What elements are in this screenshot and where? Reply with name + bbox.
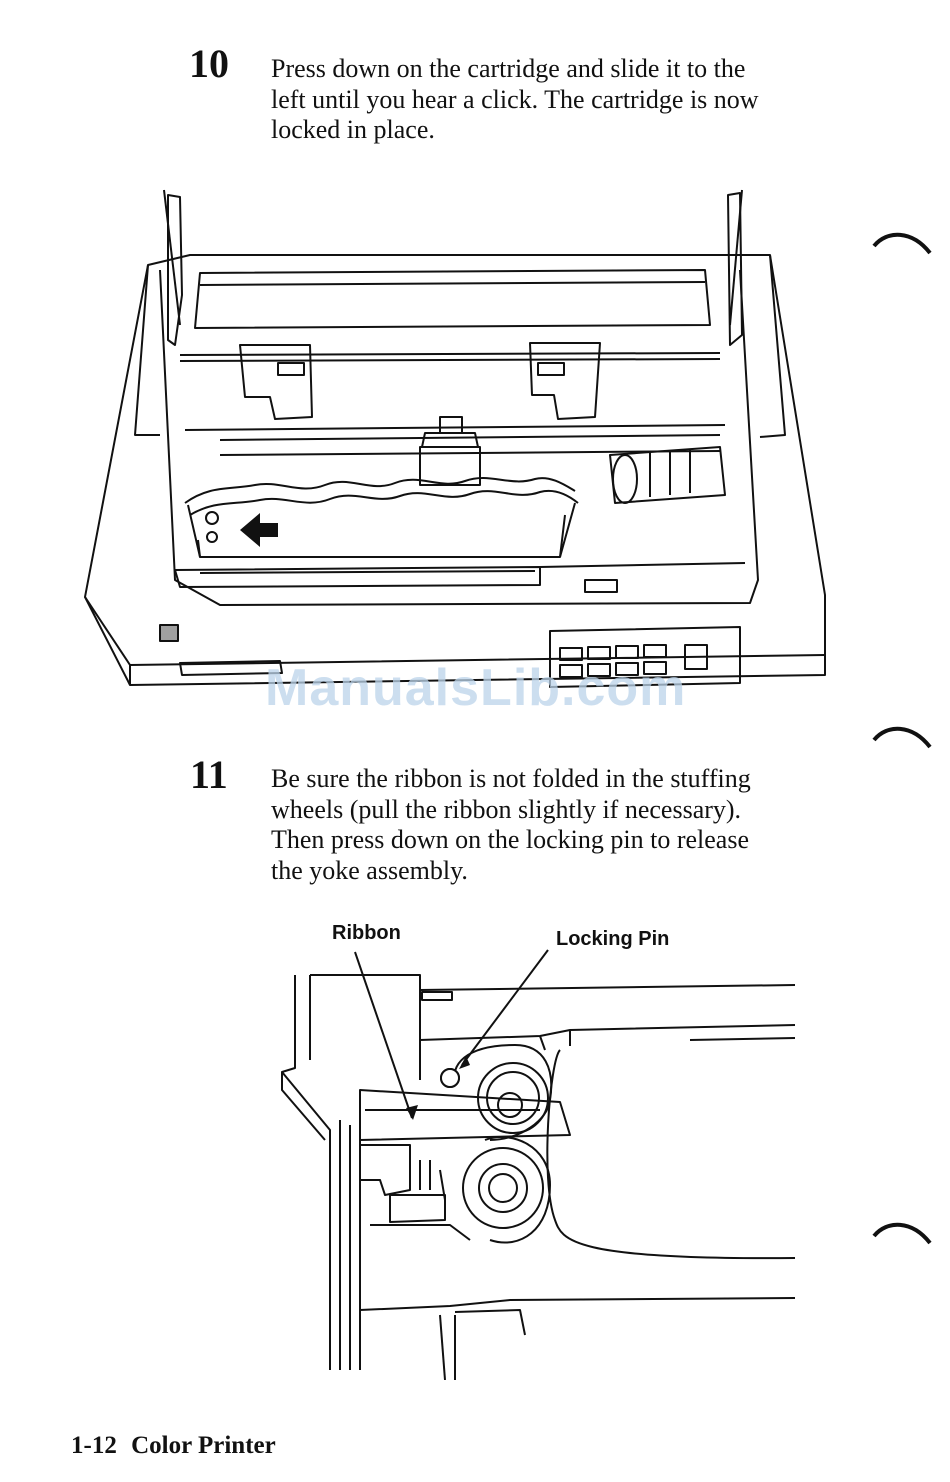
step-11-number: 11: [190, 752, 228, 797]
step-10-line-3: locked in place.: [271, 115, 435, 144]
locking-pin-callout-label: Locking Pin: [556, 928, 670, 950]
watermark-text: ManualsLib.com: [265, 659, 687, 717]
ribbon-callout-label: Ribbon: [332, 922, 401, 944]
binder-mark-1: [872, 232, 932, 255]
step-11-line-4: the yoke assembly.: [271, 855, 468, 885]
footer-page-number: 1-12: [71, 1432, 117, 1459]
step-10-line-2: left until you hear a click. The cartrid…: [271, 84, 759, 114]
step-10-text: Press down on the cartridge and slide it…: [271, 54, 851, 146]
step-10-number: 10: [189, 41, 229, 86]
step-10-line-1: Press down on the cartridge and slide it…: [271, 54, 746, 83]
binder-mark-3: [872, 1222, 932, 1245]
footer-title: Color Printer: [131, 1432, 276, 1459]
page-footer: 1-12 Color Printer: [71, 1432, 276, 1460]
step-11-line-1: Be sure the ribbon is not folded in the …: [271, 764, 751, 793]
step-11-line-3: Then press down on the locking pin to re…: [271, 825, 749, 854]
step-11-line-2: wheels (pull the ribbon slightly if nece…: [271, 794, 742, 824]
printer-illustration: [84, 189, 826, 688]
binder-mark-2: [872, 726, 932, 749]
step-11-text: Be sure the ribbon is not folded in the …: [271, 764, 851, 886]
locking-pin-illustration: [281, 949, 796, 1380]
